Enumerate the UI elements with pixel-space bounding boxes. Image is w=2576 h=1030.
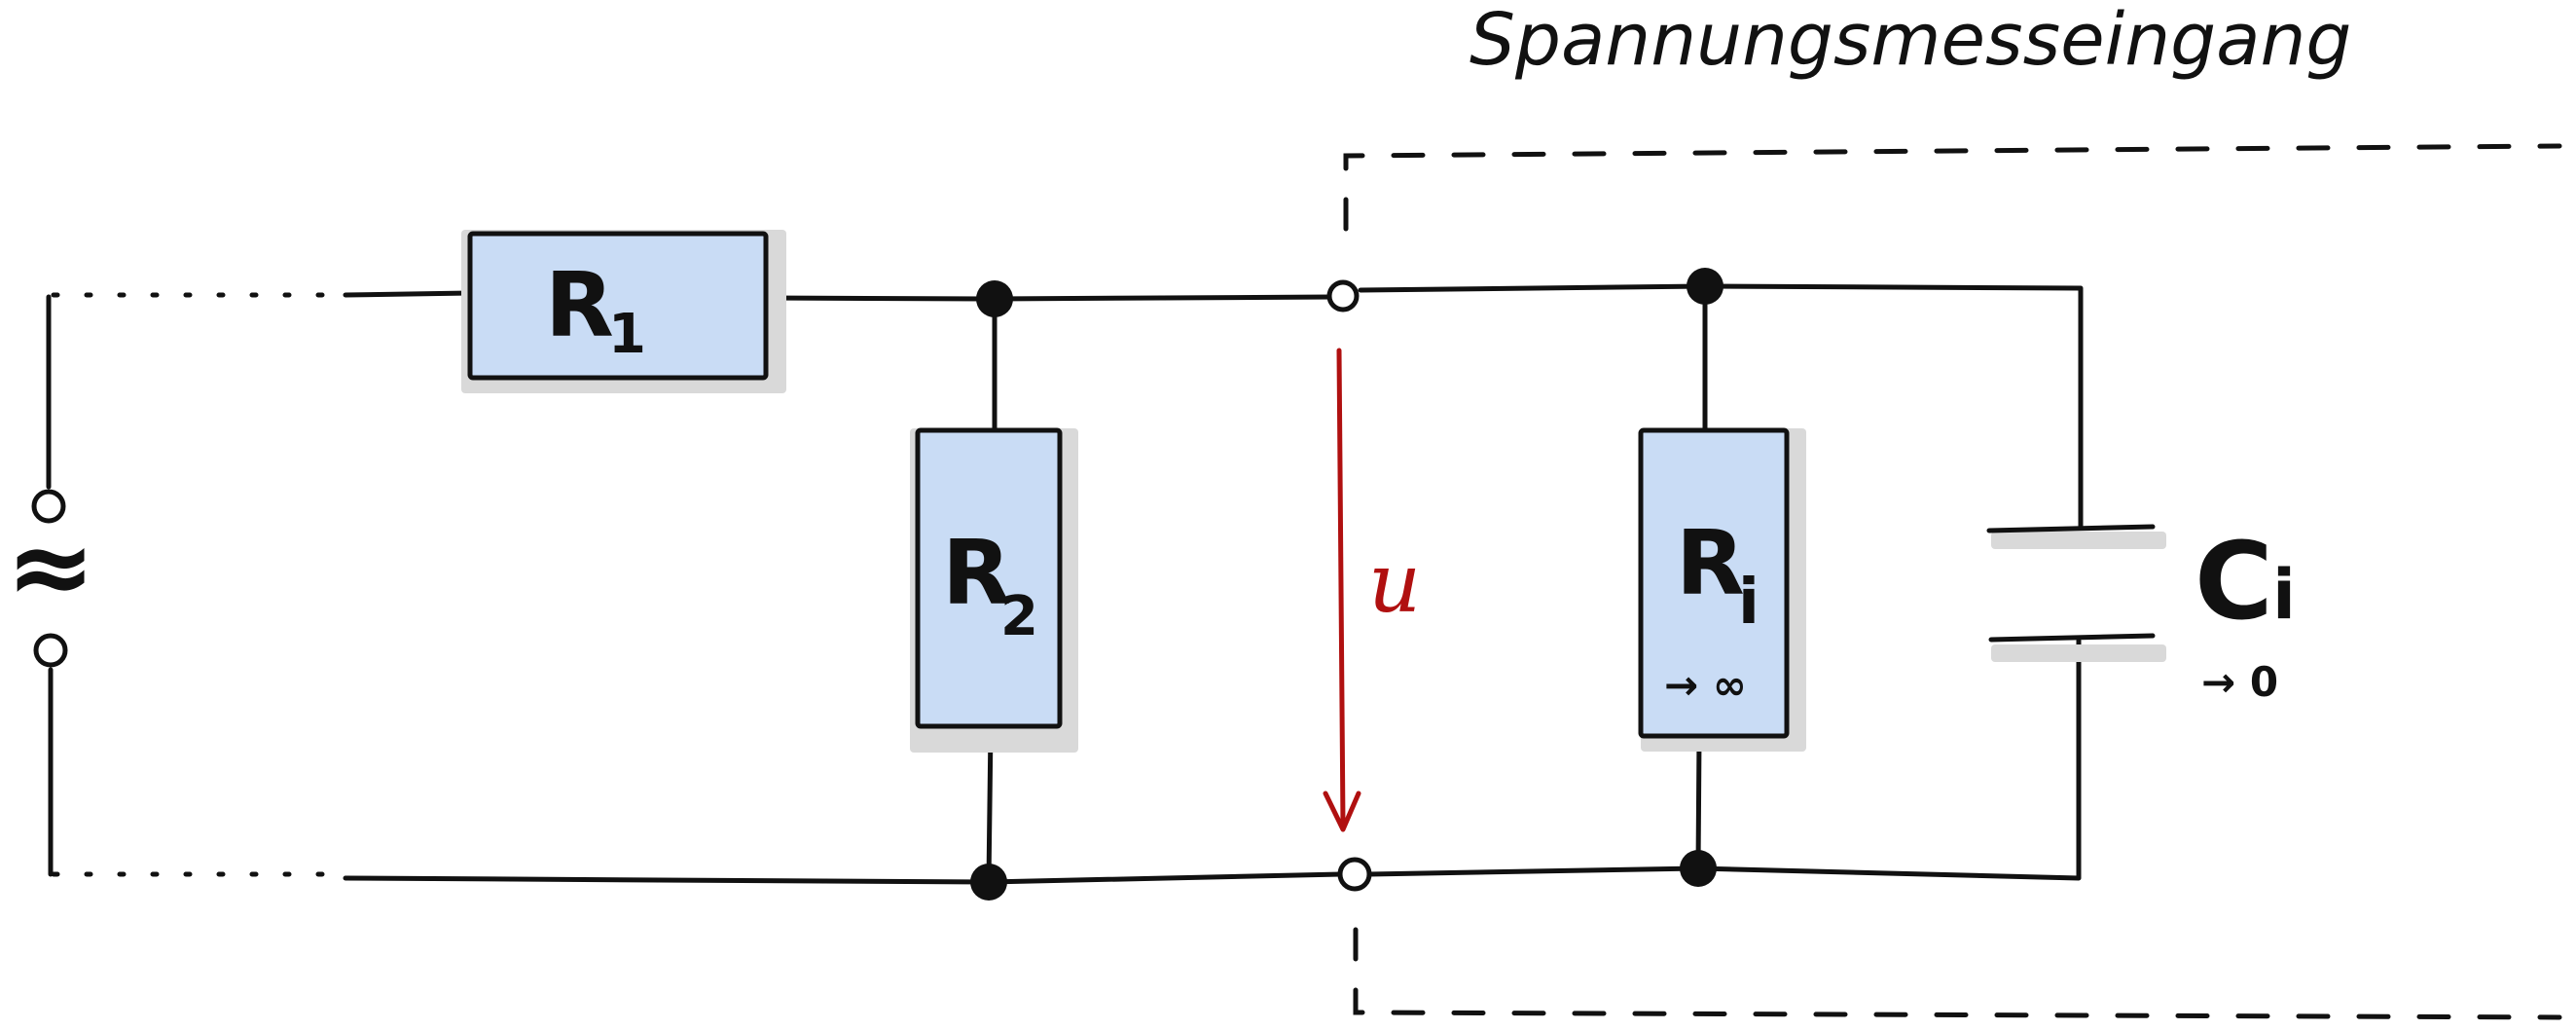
source-terminal-bottom bbox=[33, 633, 68, 668]
source-terminal-top bbox=[31, 489, 66, 524]
input-terminal-bottom bbox=[1337, 857, 1372, 892]
junction-top-r2 bbox=[976, 280, 1013, 317]
ci-label: C bbox=[2195, 519, 2273, 644]
ci-shadow-bottom bbox=[1991, 644, 2166, 662]
ri-label: R bbox=[1676, 511, 1745, 615]
diagram-title: Spannungsmesseingang bbox=[1469, 0, 2351, 82]
ri-lower-wire bbox=[1695, 735, 1702, 871]
r1-subscript: 1 bbox=[608, 303, 646, 366]
input-terminal-top bbox=[1326, 279, 1360, 313]
ci-subscript: i bbox=[2272, 555, 2296, 635]
r2-subscript: 2 bbox=[1000, 585, 1038, 648]
ri-limit-note: → ∞ bbox=[1664, 661, 1747, 709]
top-wire-right bbox=[1358, 283, 2084, 529]
junction-top-ri bbox=[1687, 268, 1723, 305]
ri-subscript: i bbox=[1738, 567, 1760, 639]
top-wire-left bbox=[343, 290, 473, 298]
junction-bottom-ri bbox=[1680, 850, 1717, 887]
ci-shadow-top bbox=[1991, 532, 2166, 549]
r1-label: R bbox=[545, 253, 614, 357]
r2-label: R bbox=[942, 521, 1011, 625]
ci-plate-bottom bbox=[1988, 633, 2156, 643]
voltage-arrow bbox=[1323, 348, 1361, 832]
r2-resistor-body bbox=[915, 427, 1063, 729]
voltage-arrow-head bbox=[1323, 791, 1361, 832]
bottom-wire-left bbox=[343, 871, 1344, 885]
bottom-wire-right bbox=[1366, 638, 2082, 881]
voltage-label: u bbox=[1368, 535, 1421, 631]
junction-bottom-r2 bbox=[970, 864, 1007, 901]
ci-plate-top bbox=[1986, 524, 2156, 533]
measurement-input-boundary bbox=[1343, 143, 2562, 1020]
ac-source-symbol: ≈ bbox=[6, 504, 95, 629]
top-wire-middle bbox=[763, 294, 1336, 302]
voltage-arrow-shaft bbox=[1336, 348, 1346, 828]
r1-resistor-body bbox=[467, 231, 769, 381]
ri-resistor-body bbox=[1638, 427, 1790, 739]
r2-lower-wire bbox=[986, 725, 994, 885]
ci-limit-note: → 0 bbox=[2201, 658, 2278, 706]
